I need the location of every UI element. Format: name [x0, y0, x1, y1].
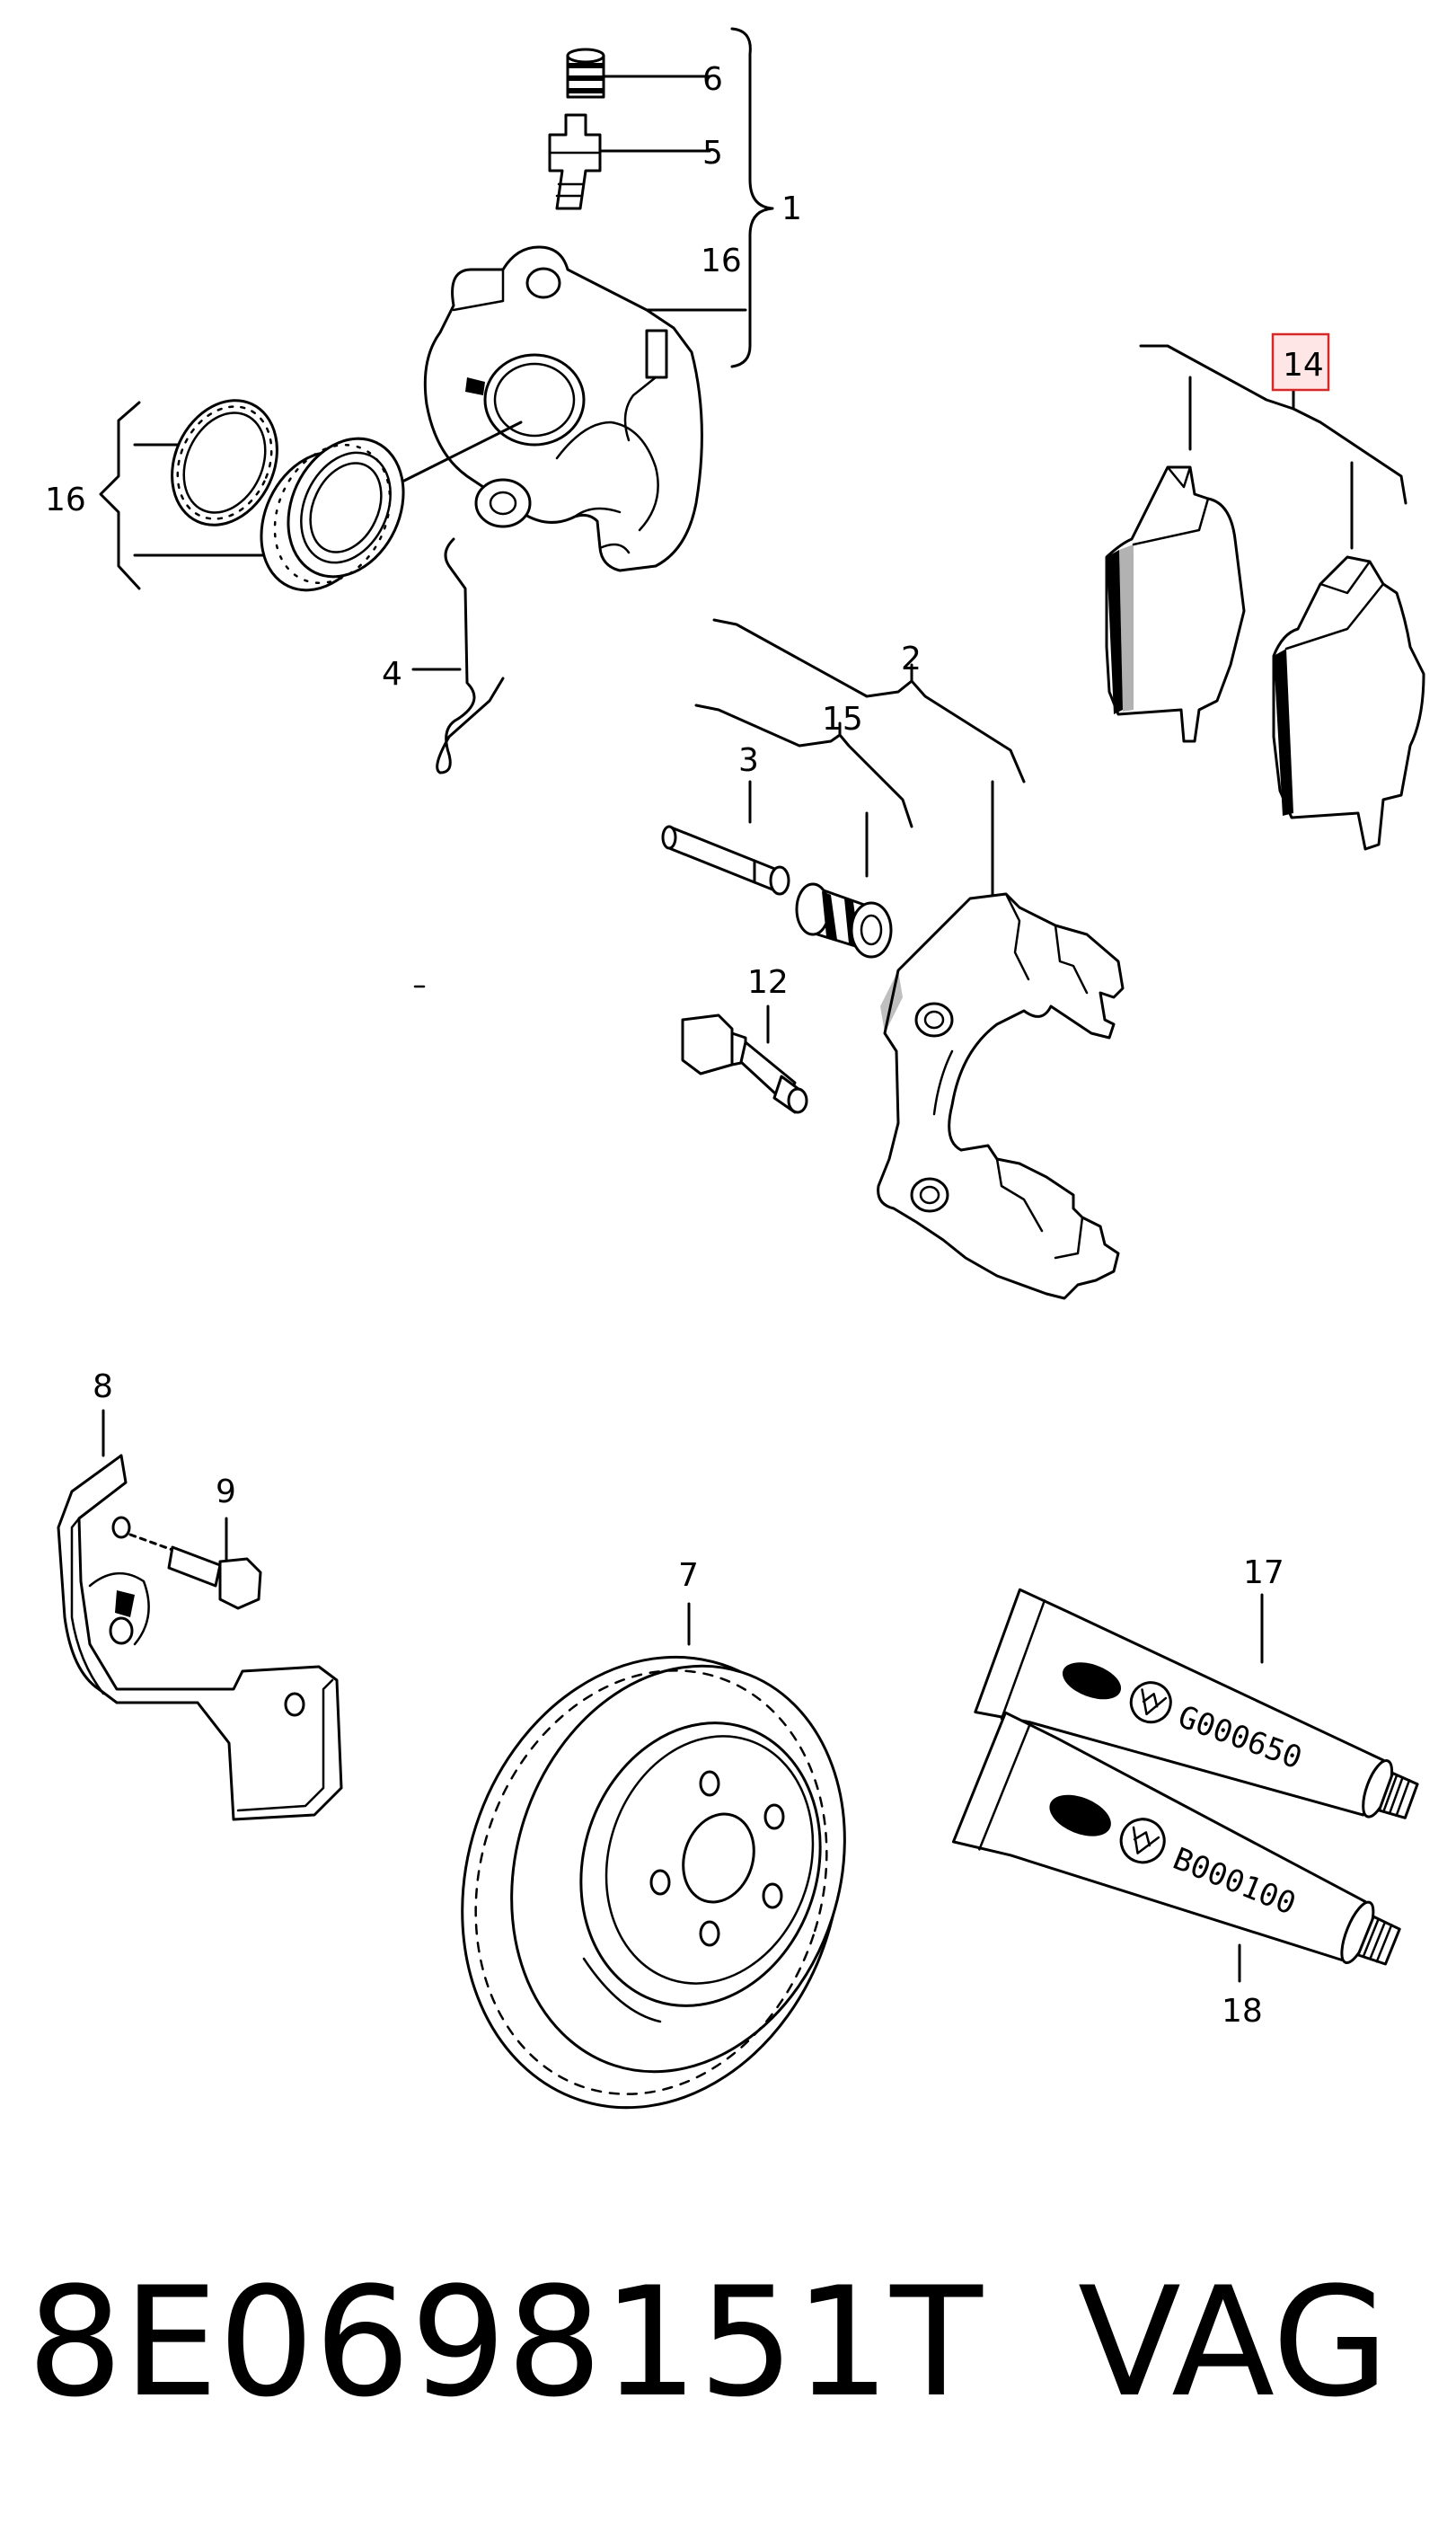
callout-18: 18 [1222, 1993, 1263, 2030]
callout-1: 1 [781, 190, 802, 227]
caliper-carrier-part-2 [877, 892, 1125, 1300]
callout-9: 9 [216, 1474, 236, 1510]
callout-15: 15 [822, 701, 863, 738]
callout-3: 3 [738, 742, 759, 779]
splash-shield-part-8 [57, 1454, 343, 1821]
guide-bush-part-15 [795, 882, 893, 959]
callout-5: 5 [702, 135, 723, 172]
callout-16-left: 16 [45, 482, 86, 518]
bracket-group-2 [712, 618, 1026, 909]
callout-14: 14 [1283, 347, 1324, 384]
brand-name: VAG [1078, 2254, 1389, 2430]
callout-17: 17 [1243, 1554, 1284, 1591]
brake-pad-inner [1105, 465, 1246, 743]
caliper-piston [260, 437, 405, 592]
shield-bolt-part-9 [128, 1533, 262, 1610]
brake-disc-part-7 [461, 1655, 846, 2110]
bracket-group-3-15 [694, 704, 913, 878]
spring-clip-part-4 [411, 537, 505, 774]
callout-16-upper: 16 [701, 243, 742, 279]
caliper-housing [402, 245, 703, 572]
part-number: 8E0698151T [27, 2254, 984, 2430]
bracket-group-1 [587, 27, 774, 368]
callout-6: 6 [702, 61, 723, 98]
dust-seal-ring [171, 399, 278, 527]
bracket-group-16-left [99, 401, 271, 590]
callout-7: 7 [678, 1557, 699, 1594]
bleed-cap-part-6 [566, 48, 605, 99]
brake-pad-outer [1272, 555, 1425, 851]
grease-tube-lower-part-18: B000100 [951, 1711, 1401, 1966]
callout-2: 2 [901, 641, 922, 677]
bleed-screw-part-5 [548, 113, 602, 210]
grease-tube-upper-part-17: G000650 [974, 1588, 1419, 1819]
callout-14-highlight [1271, 332, 1330, 392]
callout-8: 8 [93, 1368, 113, 1405]
guide-pin-part-3 [661, 825, 790, 896]
callout-4: 4 [382, 656, 402, 693]
bracket-group-14 [1139, 344, 1407, 550]
callout-12: 12 [747, 964, 789, 1001]
bolt-part-12 [681, 1004, 808, 1114]
